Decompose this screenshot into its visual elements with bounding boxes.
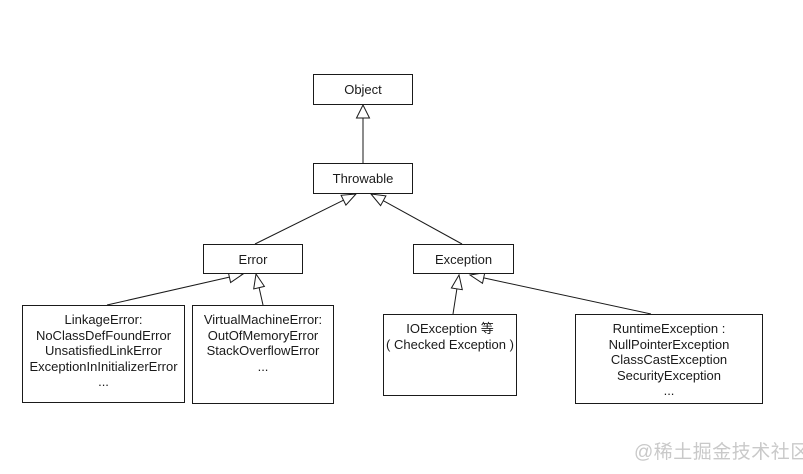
node-runtime-exception-line: ... <box>663 383 675 398</box>
node-linkage-error-line: UnsatisfiedLinkError <box>44 343 163 358</box>
node-exception: Exception <box>413 244 514 274</box>
node-linkage-error-line: ExceptionInInitializerError <box>29 358 178 374</box>
node-linkage-error-line: LinkageError: <box>64 312 143 327</box>
node-runtime-exception-line: SecurityException <box>616 367 722 383</box>
node-io-exception-line: ( Checked Exception ) <box>386 336 514 352</box>
node-throwable: Throwable <box>313 163 413 194</box>
node-vm-error-line: StackOverflowError <box>206 343 320 358</box>
edge-linkage-to-error <box>106 271 245 306</box>
watermark: @稀土掘金技术社区 <box>634 442 803 463</box>
node-vm-error-line: VirtualMachineError: <box>203 312 323 327</box>
node-runtime-exception: RuntimeException : NullPointerException … <box>575 314 763 404</box>
node-vm-error-line: OutOfMemoryError <box>207 327 319 343</box>
node-runtime-exception-line: ClassCastException <box>610 352 728 367</box>
edge-vm-to-error <box>253 272 266 306</box>
node-error-label: Error <box>238 251 268 267</box>
edge-runtime-to-exception <box>468 271 652 315</box>
node-exception-label: Exception <box>434 251 493 267</box>
node-virtual-machine-error: VirtualMachineError: OutOfMemoryError St… <box>192 305 334 404</box>
node-linkage-error: LinkageError: NoClassDefFoundError Unsat… <box>22 305 185 403</box>
node-linkage-error-line: NoClassDefFoundError <box>35 327 172 343</box>
edge-io-to-exception <box>450 273 463 315</box>
node-io-exception: IOException 等 ( Checked Exception ) <box>383 314 517 396</box>
node-object-label: Object <box>344 82 382 97</box>
node-linkage-error-line: ... <box>98 374 109 389</box>
edge-exception-to-throwable <box>369 193 463 245</box>
node-runtime-exception-line: RuntimeException : <box>612 321 726 336</box>
edge-throwable-to-object <box>355 103 371 163</box>
node-error: Error <box>203 244 303 274</box>
node-runtime-exception-line: NullPointerException <box>608 336 730 352</box>
node-io-exception-line: IOException 等 <box>406 321 494 336</box>
edge-error-to-throwable <box>254 193 358 245</box>
node-object: Object <box>313 74 413 105</box>
node-throwable-label: Throwable <box>332 171 394 186</box>
node-vm-error-line: ... <box>257 358 269 374</box>
